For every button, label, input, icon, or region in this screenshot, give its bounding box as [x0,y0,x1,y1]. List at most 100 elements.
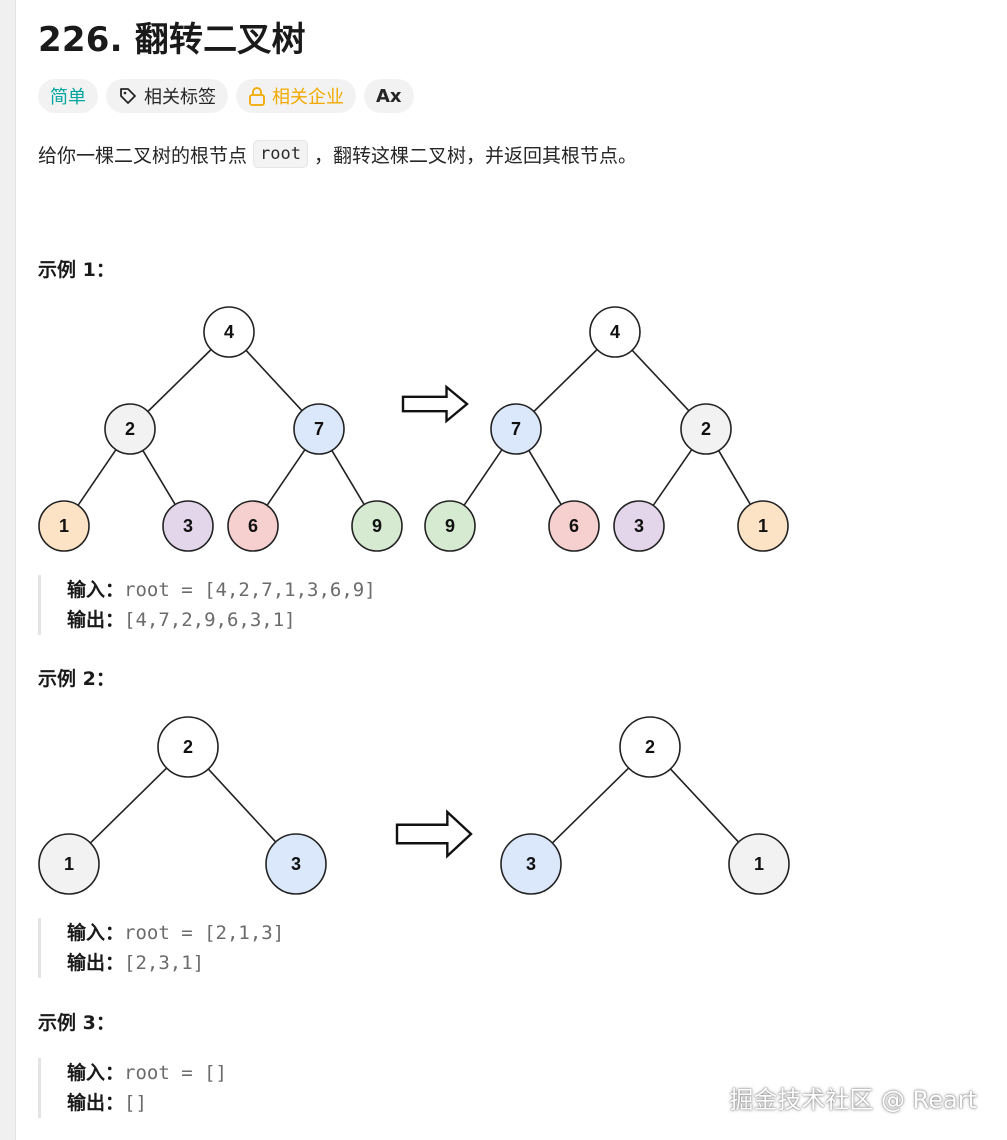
example-1-after-node-label: 9 [445,516,455,536]
example-1-before-edge [331,450,365,505]
example-1-after-node: 3 [613,500,665,552]
input-label: 输入： [67,922,125,944]
transform-arrow-icon [395,809,473,859]
example-1-io: 输入： root = [4,2,7,1,3,6,9] 输出： [4,7,2,9,… [38,575,376,635]
example-1-before-node-label: 4 [224,322,234,342]
example-1-before-node: 2 [104,403,156,455]
example-1-before-node-label: 3 [183,516,193,536]
example-1-before-edge [77,449,117,506]
example-2-before-node-label: 3 [291,854,301,874]
example-2-after-node-label: 3 [526,854,536,874]
problem-description: 给你一棵二叉树的根节点 root ，翻转这棵二叉树，并返回其根节点。 [38,140,637,168]
example-1-after-edge [631,349,690,412]
example-1-before-node-circle [162,500,214,552]
related-companies-label: 相关企业 [272,87,344,108]
input-label: 输入： [67,579,125,601]
example-1-before-node-circle [38,500,90,552]
example-1-after-edge [533,348,598,413]
difficulty-badge[interactable]: 简单 [38,79,98,113]
example-1-after-edge [463,449,503,506]
example-2-before-node: 3 [265,833,327,895]
related-tags-button[interactable]: 相关标签 [106,79,228,113]
example-1-after-node-circle [737,500,789,552]
example-2-after-node: 2 [619,716,681,778]
example-1-before-edge [266,449,306,506]
example-1-after-node: 7 [490,403,542,455]
example-1-before-node: 6 [227,500,279,552]
related-tags-label: 相关标签 [144,87,216,108]
example-1-before-node-label: 9 [372,516,382,536]
example-2-before-node-label: 2 [183,737,193,757]
example-2-before-node: 1 [38,833,100,895]
example-1-before-node: 9 [351,500,403,552]
output-label: 输出： [67,952,125,974]
example-3-title: 示例 3： [38,1012,115,1034]
example-2-before-node-circle [157,716,219,778]
example-2-before-edge [207,768,277,843]
example-1-after-node-label: 3 [634,516,644,536]
example-1-before-node-label: 2 [125,419,135,439]
example-2-tree-diagram: 2 1 3 2 3 1 [38,716,790,895]
lock-icon [248,86,266,106]
example-2-before-node-label: 1 [64,854,74,874]
example-2-after-edge [551,767,630,844]
example-1-title: 示例 1： [38,259,115,281]
output-value: [] [124,1092,147,1114]
example-1-after-node-label: 7 [511,419,521,439]
example-1-before-node: 3 [162,500,214,552]
example-2-after-node: 3 [500,833,562,895]
example-1-after-node-circle [589,306,641,358]
desc-text-after: ，翻转这棵二叉树，并返回其根节点。 [313,144,637,167]
example-1-after-node-circle [548,500,600,552]
desc-text-before: 给你一棵二叉树的根节点 [38,144,248,167]
example-1-after-node-circle [613,500,665,552]
example-1-after-node: 6 [548,500,600,552]
example-1-after-node: 9 [424,500,476,552]
example-1-after-node-circle [490,403,542,455]
output-label: 输出： [67,609,125,631]
example-2-after-node-label: 1 [754,854,764,874]
example-2-after-node-circle [619,716,681,778]
example-1-after-node: 1 [737,500,789,552]
tag-icon [118,86,138,106]
example-2-after-node-circle [500,833,562,895]
example-1-before-node-circle [104,403,156,455]
example-1-before-edge [245,349,303,412]
inline-code-root: root [253,140,308,168]
example-1-tree-diagram: 4 2 7 1 3 6 9 4 7 2 9 6 3 1 [38,306,789,552]
example-1-before-node-label: 1 [59,516,69,536]
example-1-before-node: 7 [293,403,345,455]
example-1-after-node-label: 6 [569,516,579,536]
example-1-after-node-label: 2 [701,419,711,439]
translate-icon: Ax [376,85,402,107]
output-value: [2,3,1] [124,952,205,974]
example-1-after-edge [528,450,562,505]
example-1-before-node-circle [351,500,403,552]
input-value: root = [] [124,1062,227,1084]
example-1-after-node: 4 [589,306,641,358]
example-1-before-node: 1 [38,500,90,552]
example-2-before-node: 2 [157,716,219,778]
tag-bar: 简单 相关标签 相关企业 Ax [38,79,414,113]
example-2-after-node-circle [728,833,790,895]
example-1-after-edge [652,449,693,506]
example-2-title: 示例 2： [38,668,115,690]
example-2-io: 输入： root = [2,1,3] 输出： [2,3,1] [38,918,284,978]
example-1-after-node-label: 4 [610,322,620,342]
example-2-before-edge [89,767,168,844]
transform-arrow-icon [401,384,469,424]
example-1-before-edge [147,348,212,413]
example-1-after-node-circle [680,403,732,455]
example-1-after-node: 2 [680,403,732,455]
example-2-after-edge [669,768,740,843]
example-2-before-node-circle [265,833,327,895]
example-1-after-edge [717,450,752,505]
example-1-before-node: 4 [203,306,255,358]
example-1-before-edge [142,450,176,505]
translate-button[interactable]: Ax [364,79,414,113]
input-label: 输入： [67,1062,125,1084]
difficulty-label: 简单 [50,87,86,108]
related-companies-button[interactable]: 相关企业 [236,79,356,113]
example-2-after-node-label: 2 [645,737,655,757]
example-1-before-node-label: 6 [248,516,258,536]
